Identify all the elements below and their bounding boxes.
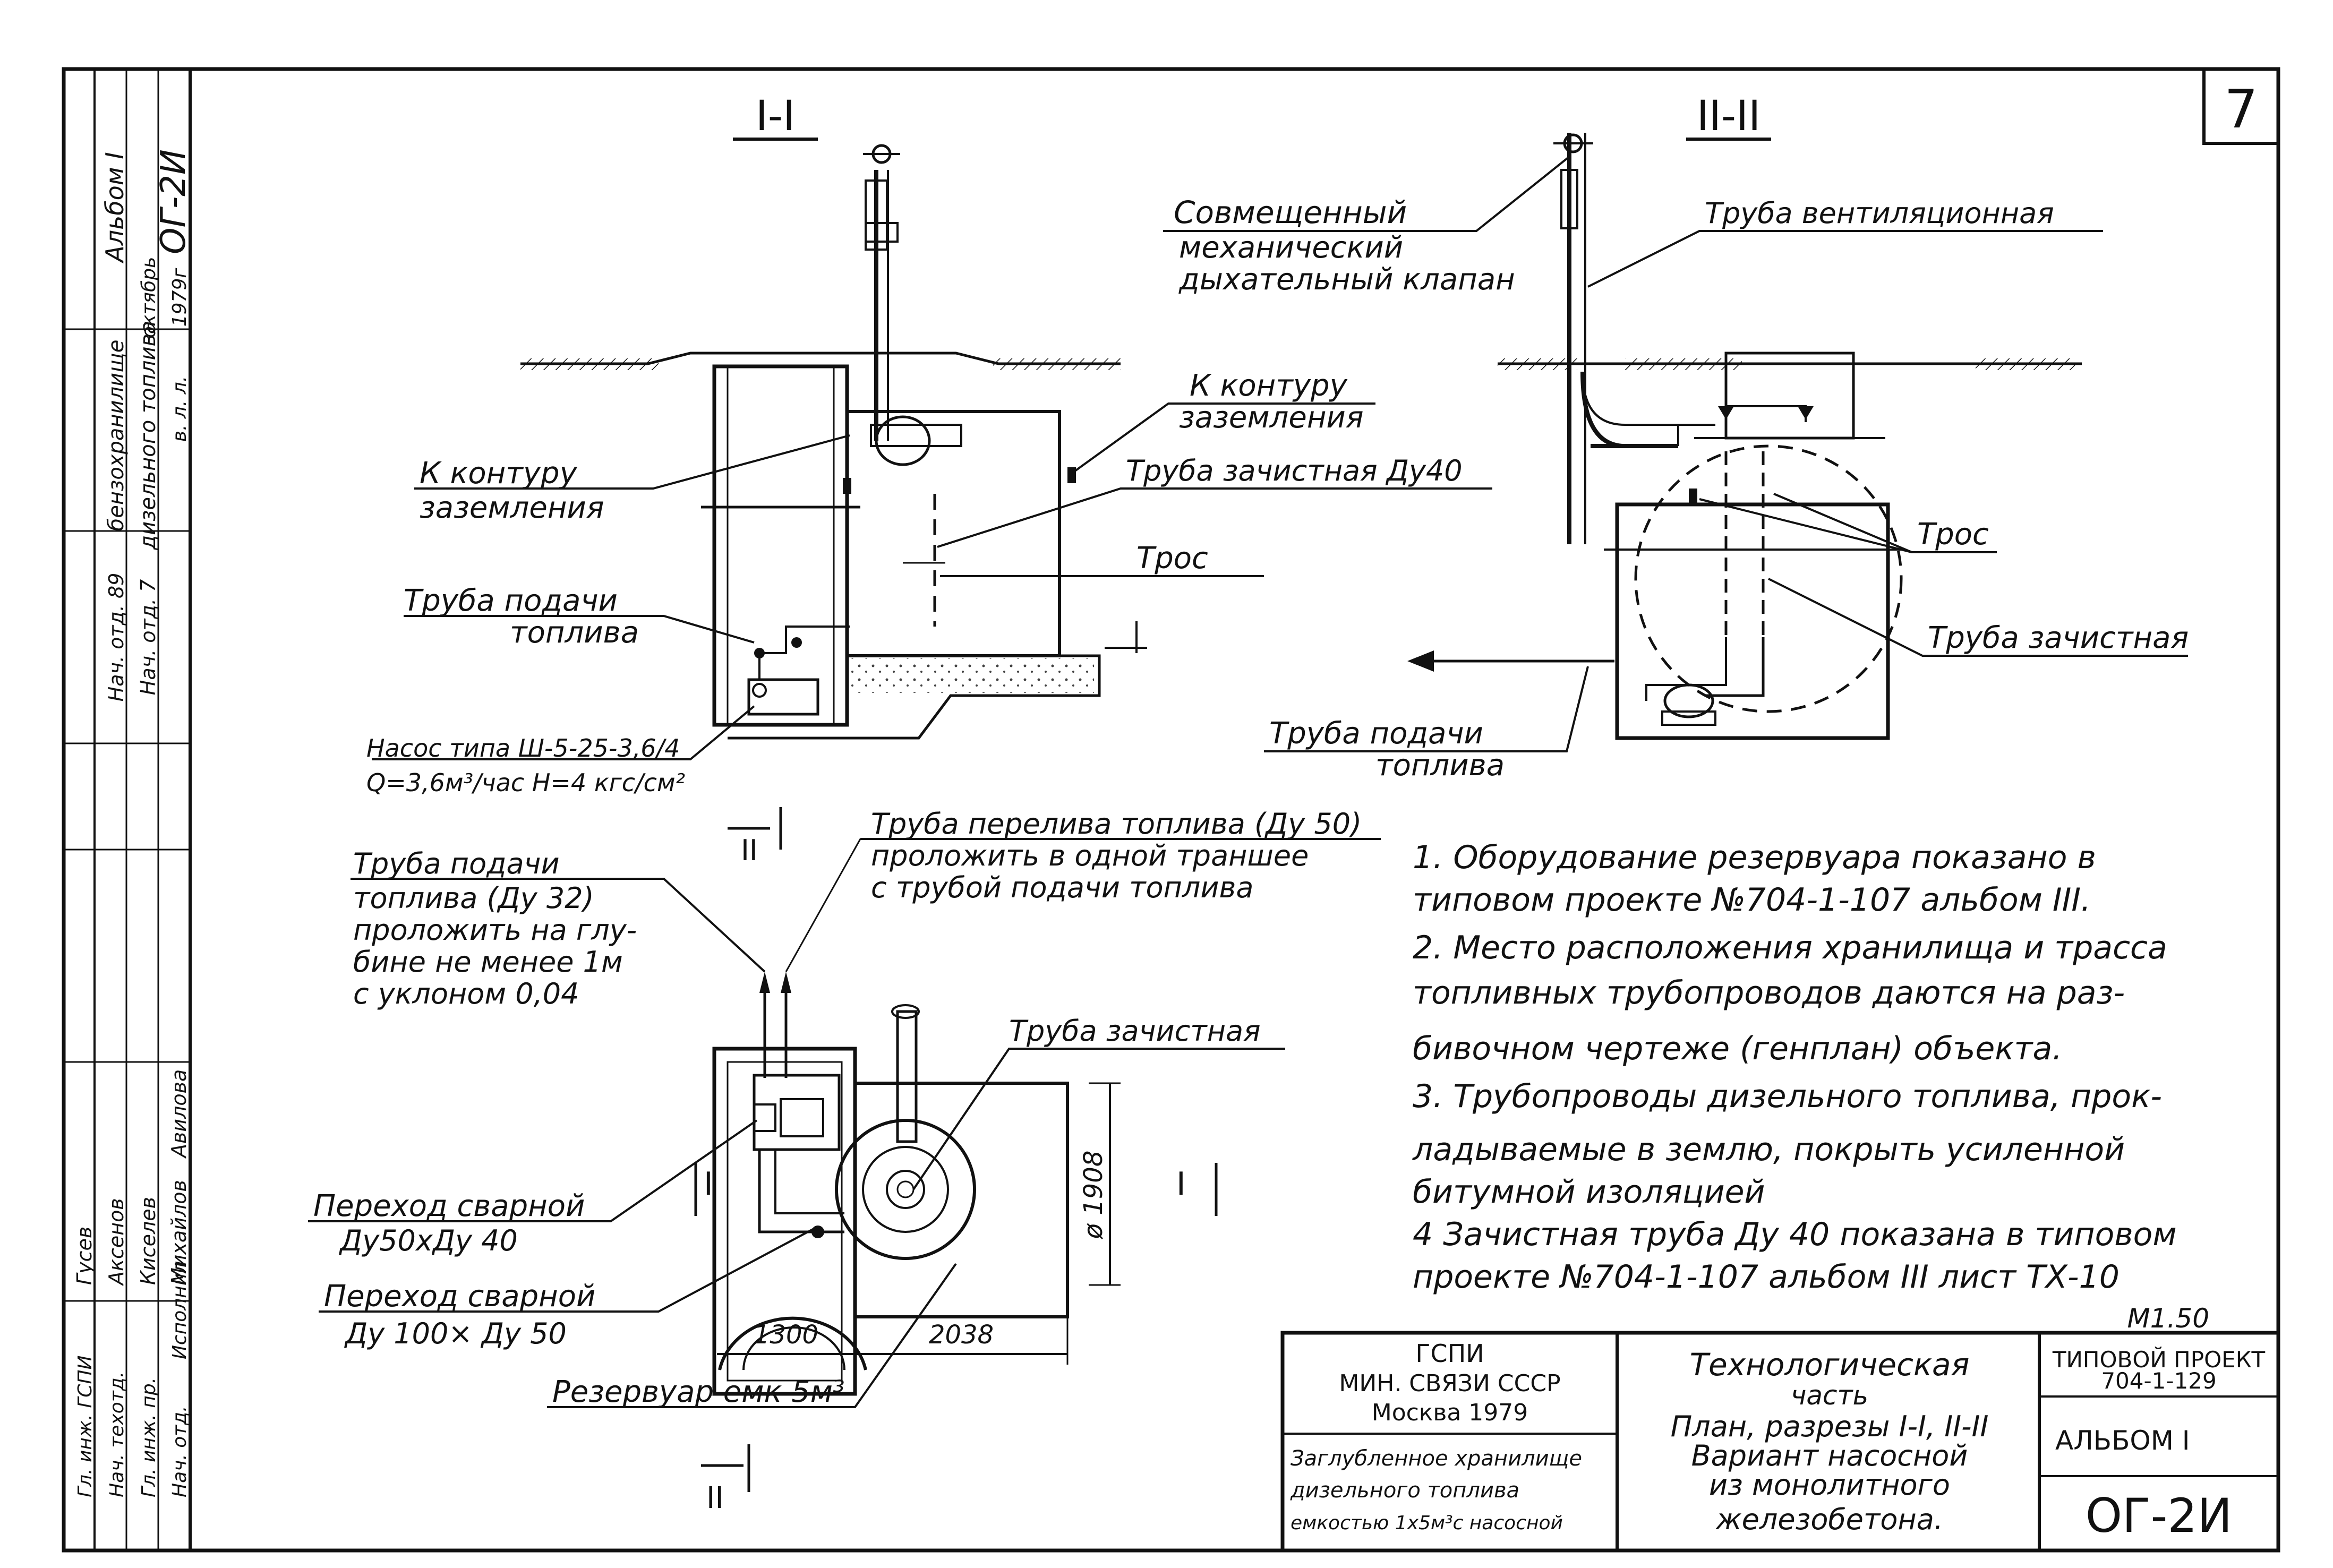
side-date-2: 1979г (169, 268, 191, 327)
dim-1908: ø 1908 (1079, 1151, 1108, 1240)
notes-block: 1. Оборудование резервуара показано в ти… (1412, 839, 2209, 1334)
label-pereliv-line2: проложить в одной траншее (871, 839, 1309, 872)
tb-project-2: 704-1-129 (2101, 1368, 2216, 1394)
note-line-7: битумной изоляцией (1413, 1173, 1765, 1211)
label-tros-1: Трос (1136, 541, 1208, 576)
tb-org-2: МИН. СВЯЗИ СССР (1339, 1370, 1560, 1397)
note-line-0: 1. Оборудование резервуара показано в (1413, 839, 2096, 876)
label-truba-zachistnaya-2: Труба зачистная (1928, 621, 2189, 655)
label-perehod2-line1: Переход сварной (324, 1279, 595, 1314)
scale-label: М1.50 (2127, 1303, 2209, 1334)
label-truba-podachi-1-line1: Труба подачи (404, 584, 618, 618)
label-nasos-line2: Q=3,6м³/час Н=4 кгс/см² (366, 768, 685, 797)
side-role-4: Исполнил (169, 1261, 191, 1359)
label-podachi-plan-line3: проложить на глу- (353, 913, 637, 947)
label-truba-vent: Труба вентиляционная (1705, 196, 2054, 230)
note-line-3: топливных трубопроводов даются на раз- (1413, 974, 2125, 1012)
tb-desc-2: дизельного топлива (1290, 1478, 1519, 1503)
cut-mark-top: II (741, 834, 758, 867)
side-name-0: Аксенов (105, 1198, 128, 1287)
sheet-number-box: 7 (2202, 67, 2280, 145)
side-album: Альбом I (100, 152, 129, 263)
cut-mark-left: I (704, 1166, 713, 1203)
note-line-8: 4 Зачистная труба Ду 40 показана в типов… (1413, 1216, 2177, 1253)
label-rezervuar: Резервуар емк 5м³ (552, 1375, 844, 1409)
label-sovm-line2: механический (1179, 230, 1403, 265)
side-name-1: Киселев (136, 1197, 160, 1285)
label-perehod2-line2: Ду 100× Ду 50 (344, 1317, 567, 1350)
dim-1300: 1300 (754, 1320, 818, 1350)
label-pereliv-line1: Труба перелива топлива (Ду 50) (871, 807, 1362, 841)
note-line-2: 2. Место расположения хранилища и трасса (1413, 929, 2167, 966)
tb-title-4: Вариант насосной (1691, 1439, 1968, 1472)
sheet-border (62, 67, 2280, 1553)
label-tros-2: Трос (1917, 517, 1989, 552)
tb-title-1: Технологическая (1690, 1347, 1970, 1383)
tb-org-3: Москва 1979 (1372, 1399, 1528, 1426)
note-line-9: проекте №704-1-107 альбом III лист ТХ-10 (1413, 1258, 2120, 1296)
label-pereliv-line3: с трубой подачи топлива (871, 871, 1253, 904)
side-name-2: Михайлов (167, 1180, 191, 1285)
tb-desc-1: Заглубленное хранилище (1291, 1446, 1582, 1471)
label-podachi-plan-line2: топлива (Ду 32) (353, 881, 594, 915)
tb-desc-3: емкостью 1х5м³с насосной (1291, 1512, 1563, 1534)
side-code: ОГ-2И (154, 149, 193, 254)
label-truba-podachi-1-line2: топлива (510, 615, 639, 650)
side-name-3: Гусев (73, 1227, 96, 1285)
side-c1: бензохранилище (104, 340, 129, 532)
side-stamp: Альбом I бензохранилище дизельного топли… (64, 69, 193, 1550)
label-truba-zachistnaya-plan: Труба зачистная (1009, 1014, 1261, 1048)
dim-2038: 2038 (929, 1320, 994, 1350)
label-podachi-plan-line4: бине не менее 1м (353, 945, 623, 979)
label-perehod1-line1: Переход сварной (313, 1189, 585, 1223)
tb-album: АЛЬБОМ I (2055, 1425, 2190, 1456)
label-sovm-line3: дыхательный клапан (1178, 262, 1515, 297)
label-perehod1-line2: Ду50хДу 40 (339, 1224, 518, 1257)
plan-drawing: 1300 2038 ø 1908 I I II Труба перелива т… (308, 807, 1381, 1515)
tb-title-6: железобетона. (1715, 1503, 1943, 1536)
side-sheet: в. л. л. (169, 376, 191, 442)
section-1-drawing: I-I (366, 92, 1492, 867)
label-sovm-line1: Совмещенный (1174, 194, 1407, 230)
note-line-6: ладываемые в землю, покрыть усиленной (1412, 1131, 2125, 1168)
side-extra-role-2: Нач. отд. 7 (136, 579, 160, 695)
label-k-konturu-left-1: К контуру (420, 456, 578, 491)
label-podachi-plan-line5: с уклоном 0,04 (353, 977, 579, 1010)
label-truba-podachi-2-line1: Труба подачи (1269, 716, 1483, 751)
tb-code: ОГ-2И (2086, 1488, 2233, 1543)
label-k-konturu-left-2: заземления (420, 491, 604, 525)
section-1-title: I-I (756, 92, 795, 140)
label-truba-zachistnaya-du40: Труба зачистная Ду40 (1126, 454, 1463, 487)
side-name-4: Авилова (167, 1069, 191, 1159)
side-extra-role-1: Нач. отд. 89 (105, 573, 128, 702)
section-2-drawing: II-II (1163, 92, 2189, 783)
title-block: ГСПИ МИН. СВЯЗИ СССР Москва 1979 Заглубл… (1280, 1331, 2280, 1553)
tb-org-1: ГСПИ (1415, 1339, 1484, 1368)
label-k-konturu-right-2: заземления (1179, 400, 1364, 435)
sheet-number: 7 (2224, 78, 2258, 140)
side-role-3: Нач. отд. (169, 1406, 191, 1497)
label-podachi-plan-line1: Труба подачи (353, 847, 560, 880)
side-date-1: октябрь (138, 257, 160, 338)
cut-mark-bottom: II (706, 1481, 724, 1515)
label-k-konturu-right-1: К контуру (1190, 369, 1348, 403)
side-c2: дизельного топлива (136, 321, 160, 550)
note-line-5: 3. Трубопроводы дизельного топлива, прок… (1413, 1078, 2162, 1115)
tb-title-2: часть (1791, 1380, 1868, 1411)
side-role-0: Гл. инж. ГСПИ (74, 1356, 96, 1497)
side-role-1: Нач. техотд. (106, 1372, 128, 1497)
label-nasos-line1: Насос типа Ш-5-25-3,6/4 (366, 734, 680, 762)
cut-mark-right: I (1176, 1166, 1186, 1203)
section-2-title: II-II (1697, 92, 1761, 140)
tb-project-1: ТИПОВОЙ ПРОЕКТ (2052, 1346, 2266, 1373)
note-line-4: бивочном чертеже (генплан) объекта. (1413, 1030, 2062, 1067)
tb-title-5: из монолитного (1709, 1468, 1950, 1502)
note-line-1: типовом проекте №704-1-107 альбом III. (1413, 881, 2091, 919)
label-truba-podachi-2-line2: топлива (1375, 748, 1505, 783)
tb-title-3: План, разрезы I-I, II-II (1671, 1410, 1989, 1443)
side-role-2: Гл. инж. пр. (138, 1377, 160, 1497)
